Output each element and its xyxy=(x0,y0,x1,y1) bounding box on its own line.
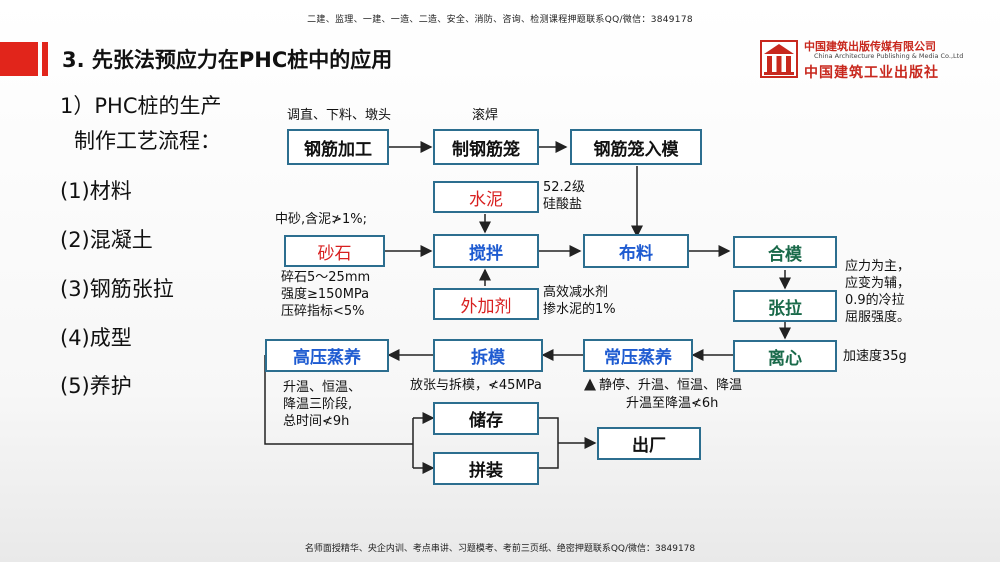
note-hp-curing-3: 总时间≮9h xyxy=(283,414,350,429)
box-rebar-processing: 钢筋加工 xyxy=(287,129,389,165)
note-admixture-req-2: 掺水泥的1% xyxy=(543,302,616,317)
publisher-name-cn: 中国建筑出版传媒有限公司 xyxy=(804,40,936,53)
box-distribution: 布料 xyxy=(583,234,689,268)
title-accent-bar xyxy=(0,42,38,76)
note-stress-1: 应力为主， xyxy=(845,259,911,274)
note-curing-steps: 静停、升温、恒温、降温 xyxy=(599,378,743,393)
box-cement: 水泥 xyxy=(433,181,539,213)
top-contact-note: 二建、监理、一建、一造、二造、安全、消防、咨询、检测课程押题联系QQ/微信：38… xyxy=(307,15,693,25)
publisher-name-en: China Architecture Publishing & Media Co… xyxy=(814,52,964,60)
note-stress-3: 0.9的冷拉 xyxy=(845,293,905,308)
note-curing-time: 升温至降温≮6h xyxy=(626,396,719,411)
note-stress-4: 屈服强度。 xyxy=(845,310,911,325)
process-heading-line1: 1）PHC桩的生产 xyxy=(60,94,222,118)
box-storage: 储存 xyxy=(433,402,539,435)
box-mixing: 搅拌 xyxy=(433,234,539,268)
list-item-materials: (1)材料 xyxy=(60,179,132,203)
process-heading-line2: 制作工艺流程： xyxy=(74,129,221,153)
box-sand-stone: 砂石 xyxy=(284,235,385,267)
box-make-cage: 制钢筋笼 xyxy=(433,129,539,165)
note-hp-curing-2: 降温三阶段, xyxy=(283,397,353,412)
note-rolling-weld: 滚焊 xyxy=(472,108,499,123)
note-cement-grade-2: 硅酸盐 xyxy=(543,197,583,212)
note-acceleration: 加速度35g xyxy=(843,349,907,364)
publisher-logo-icon xyxy=(760,40,798,78)
box-demold: 拆模 xyxy=(433,339,543,372)
list-item-curing: (5)养护 xyxy=(60,374,132,398)
note-rebar-ops: 调直、下料、墩头 xyxy=(287,108,392,123)
note-stress-2: 应变为辅， xyxy=(845,276,911,291)
note-sand-req: 中砂,含泥≯1%; xyxy=(275,212,368,227)
note-stone-req-1: 碎石5～25mm xyxy=(281,270,371,285)
box-tension: 张拉 xyxy=(733,290,837,322)
note-stone-req-3: 压碎指标<5% xyxy=(281,304,365,319)
note-demold: 放张与拆模，≮45MPa xyxy=(410,378,542,393)
note-admixture-req-1: 高效减水剂 xyxy=(543,285,609,300)
box-normal-pressure-curing: 常压蒸养 xyxy=(583,339,693,372)
box-close-mold: 合模 xyxy=(733,236,837,268)
box-centrifuge: 离心 xyxy=(733,340,837,372)
box-shipment: 出厂 xyxy=(597,427,701,460)
box-cage-into-mold: 钢筋笼入模 xyxy=(570,129,702,165)
box-high-pressure-curing: 高压蒸养 xyxy=(265,339,389,372)
note-hp-curing-1: 升温、恒温、 xyxy=(283,380,362,395)
list-item-concrete: (2)混凝土 xyxy=(60,228,153,252)
note-stone-req-2: 强度≥150MPa xyxy=(281,287,370,302)
publisher-name-cn2: 中国建筑工业出版社 xyxy=(804,65,939,81)
slide-title: 3. 先张法预应力在PHC桩中的应用 xyxy=(62,48,393,72)
title-accent-stripe xyxy=(42,42,48,76)
note-cement-grade-1: 52.2级 xyxy=(543,180,585,195)
bottom-contact-note: 名师面授精华、央企内训、考点串讲、习题模考、考前三页纸、绝密押题联系QQ/微信：… xyxy=(304,544,696,554)
list-item-tensioning: (3)钢筋张拉 xyxy=(60,277,174,301)
box-admixture: 外加剂 xyxy=(433,288,539,320)
box-splicing: 拼装 xyxy=(433,452,539,485)
list-item-forming: (4)成型 xyxy=(60,326,132,350)
